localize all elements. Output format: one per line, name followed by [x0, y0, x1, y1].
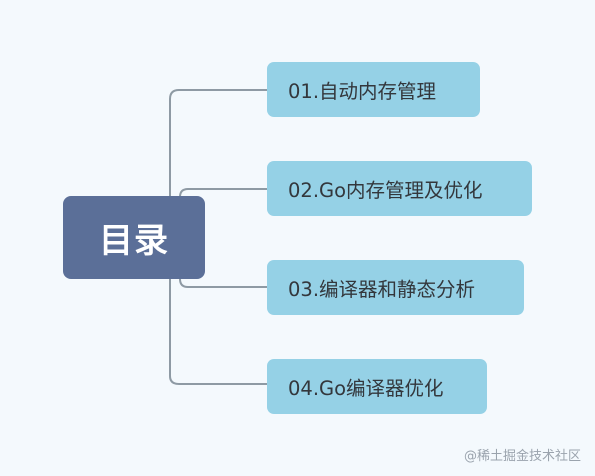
topic-node-go-compiler-optimization[interactable]: 04.Go编译器优化: [267, 359, 487, 414]
topic-node-label: 01.自动内存管理: [288, 80, 437, 103]
topic-node-label: 02.Go内存管理及优化: [288, 179, 483, 202]
connector-to-node-3: [179, 236, 267, 288]
connector-to-node-1: [169, 89, 267, 238]
topic-node-compiler-static-analysis[interactable]: 03.编译器和静态分析: [267, 260, 524, 315]
watermark-text: @稀土掘金技术社区: [463, 449, 581, 464]
topic-node-label: 04.Go编译器优化: [288, 377, 444, 400]
topic-node-automatic-memory-management[interactable]: 01.自动内存管理: [267, 62, 480, 117]
topic-node-label: 03.编译器和静态分析: [288, 278, 476, 301]
root-node-toc[interactable]: 目录: [63, 196, 205, 279]
root-node-label: 目录: [99, 221, 169, 261]
connector-to-node-4: [169, 236, 267, 385]
topic-node-go-memory-management[interactable]: 02.Go内存管理及优化: [267, 161, 532, 216]
